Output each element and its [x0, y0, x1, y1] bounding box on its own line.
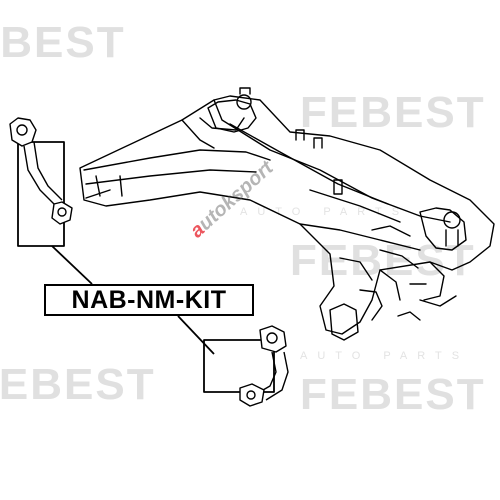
brand-watermark-bottom-right: FEBEST: [300, 370, 486, 419]
part-number-label: NAB-NM-KIT: [44, 284, 254, 316]
bushing-bracket-drawing-right: [203, 325, 289, 407]
brand-watermark-top-right: FEBEST: [300, 88, 486, 137]
bushing-bracket-drawing: [9, 117, 73, 247]
brand-watermark-bottom-left: FEBEST: [0, 360, 156, 409]
brand-sub-bottom: AUTO PARTS: [300, 350, 470, 362]
brand-watermark-left: FEBEST: [0, 18, 126, 67]
